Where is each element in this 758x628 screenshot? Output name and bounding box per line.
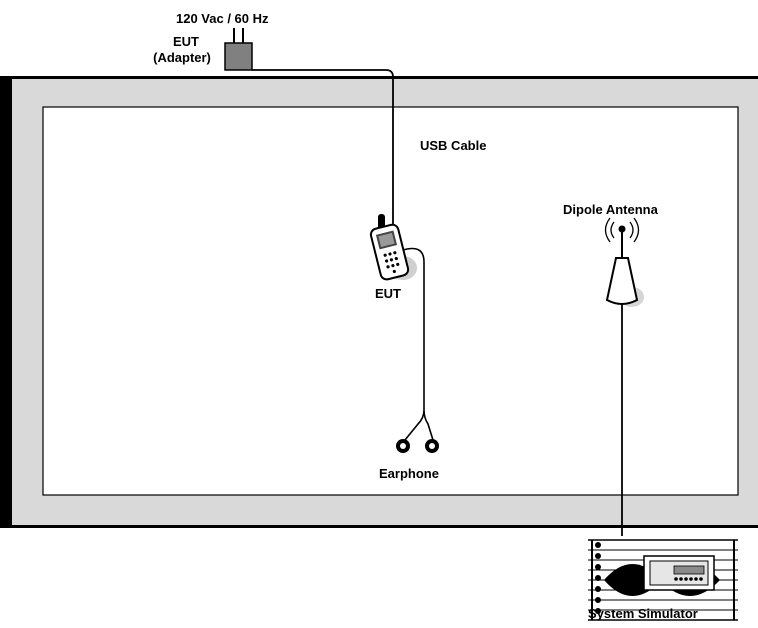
power-label: 120 Vac / 60 Hz xyxy=(176,11,269,26)
usb-cable-label: USB Cable xyxy=(420,138,487,153)
eut-label: EUT xyxy=(375,286,401,301)
dipole-antenna-label: Dipole Antenna xyxy=(563,202,658,217)
earphone-label: Earphone xyxy=(379,466,439,481)
earphone-cable-line xyxy=(402,247,434,441)
phone-icon xyxy=(369,214,417,281)
adapter-sublabel: (Adapter) xyxy=(153,50,211,65)
shielded-chamber xyxy=(0,76,758,528)
adapter-icon xyxy=(224,28,253,71)
system-simulator-label: System Simulator xyxy=(588,606,698,621)
system-simulator-icon xyxy=(588,536,738,622)
adapter-label: EUT xyxy=(173,34,199,49)
dipole-antenna-icon xyxy=(604,217,644,307)
earphone-icon xyxy=(396,439,439,453)
usb-cable-line xyxy=(252,69,394,224)
